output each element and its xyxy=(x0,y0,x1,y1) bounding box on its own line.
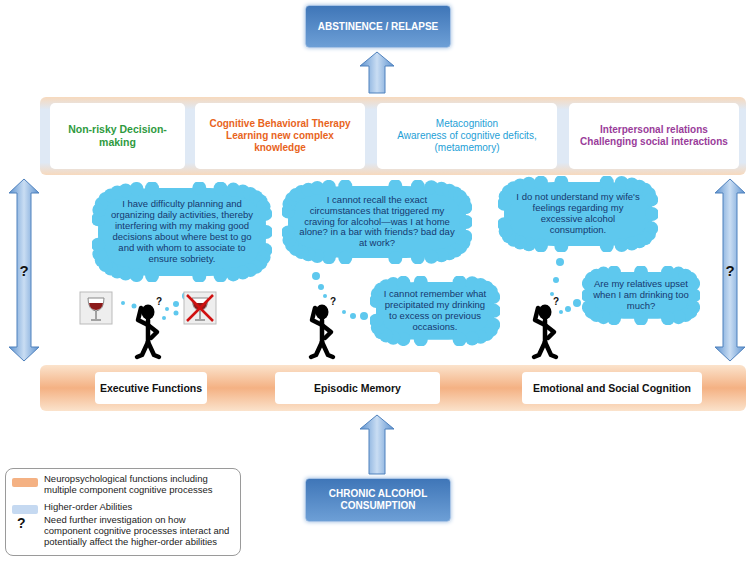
node-text: Executive Functions xyxy=(100,382,202,394)
legend-swatch xyxy=(12,505,38,514)
node-text: Metacognition xyxy=(436,118,498,130)
node-text: ABSTINENCE / RELAPSE xyxy=(318,21,439,32)
question-mark: ? xyxy=(19,262,28,279)
question-mark: ? xyxy=(156,296,162,307)
node-text: Cognitive Behavioral Therapy xyxy=(209,118,350,130)
thought-cloud: I cannot recall the exact circumstances … xyxy=(282,180,472,264)
ability-box: MetacognitionAwareness of cognitive defi… xyxy=(377,103,557,169)
thought-cloud: I do not understand my wife's feelings r… xyxy=(498,176,658,252)
block-arrow xyxy=(360,415,394,474)
ability-box: Interpersonal relationsChallenging socia… xyxy=(569,103,739,169)
thought-text: I cannot recall the exact circumstances … xyxy=(299,195,455,250)
outcome-box: ABSTINENCE / RELAPSE xyxy=(305,5,451,48)
thought-cloud: I cannot remember what precipitated my d… xyxy=(370,276,500,346)
thought-cloud: I have difficulty planning and organizin… xyxy=(92,182,272,282)
node-text: CHRONIC ALCOHOL CONSUMPTION xyxy=(316,488,440,512)
function-box: Executive Functions xyxy=(95,372,207,404)
wine-image xyxy=(80,292,112,324)
node-text: Episodic Memory xyxy=(314,382,401,394)
ability-box: Cognitive Behavioral TherapyLearning new… xyxy=(195,103,365,169)
ability-box: Non-risky Decision-making xyxy=(50,103,185,169)
question-mark: ? xyxy=(17,515,26,531)
no-wine-image xyxy=(184,292,216,324)
node-text: Awareness of cognitive deficits, (metame… xyxy=(382,130,552,154)
legend-text: Need further investigation on how compon… xyxy=(44,515,234,548)
thought-cloud: Are my relatives upset when I am drinkin… xyxy=(582,266,700,325)
legend-text: Higher-order Abilities xyxy=(44,502,234,513)
double-arrow xyxy=(9,179,39,361)
stick-figure xyxy=(137,305,556,358)
block-arrow xyxy=(360,52,394,93)
question-mark: ? xyxy=(330,296,336,307)
thought-text: I cannot remember what precipitated my d… xyxy=(382,289,488,333)
legend-text: Neuropsychological functions including m… xyxy=(44,474,234,496)
question-mark: ? xyxy=(553,296,559,307)
node-text: Learning new complex knowledge xyxy=(200,130,360,154)
neuropsych-band: Executive Functions Episodic Memory Emotio… xyxy=(40,365,746,411)
thought-text: Are my relatives upset when I am drinkin… xyxy=(593,279,689,312)
thought-text: I have difficulty planning and organizin… xyxy=(108,199,256,265)
question-mark: ? xyxy=(725,262,734,279)
double-arrow xyxy=(715,179,745,361)
cause-box: CHRONIC ALCOHOL CONSUMPTION xyxy=(305,478,451,522)
node-text: Emotional and Social Cognition xyxy=(533,382,691,394)
higher-order-band: Non-risky Decision-making Cognitive Behav… xyxy=(40,97,746,175)
node-text: Challenging social interactions xyxy=(580,136,728,148)
function-box: Episodic Memory xyxy=(275,372,440,404)
function-box: Emotional and Social Cognition xyxy=(522,372,702,404)
node-text: Interpersonal relations xyxy=(600,124,708,136)
node-text: Non-risky Decision-making xyxy=(55,123,180,149)
legend-swatch xyxy=(12,478,38,487)
thought-text: I do not understand my wife's feelings r… xyxy=(512,192,644,236)
